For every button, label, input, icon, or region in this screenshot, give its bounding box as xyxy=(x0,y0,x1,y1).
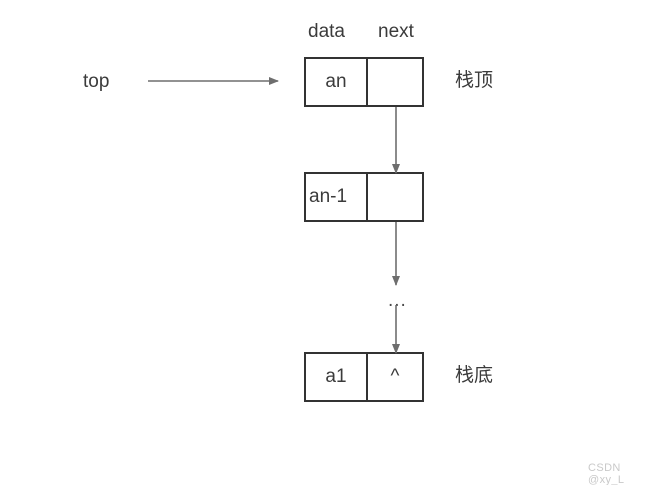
list-node-1-next xyxy=(367,59,422,105)
list-node-2: an-1 xyxy=(304,172,424,222)
annotation-stack-top: 栈顶 xyxy=(455,69,494,91)
ellipsis-marker: ... xyxy=(388,290,407,311)
list-node-1-data: an xyxy=(306,59,368,105)
list-node-2-next xyxy=(367,174,422,220)
top-pointer-label: top xyxy=(83,71,110,92)
list-node-3-next: ^ xyxy=(367,354,422,400)
watermark-text: CSDN @xy_L xyxy=(588,462,625,485)
column-header-data: data xyxy=(308,21,345,42)
annotation-stack-bottom: 栈底 xyxy=(455,364,494,386)
column-header-next: next xyxy=(378,21,414,42)
list-node-1: an xyxy=(304,57,424,107)
list-node-3: a1 ^ xyxy=(304,352,424,402)
list-node-2-data: an-1 xyxy=(306,174,368,220)
list-node-3-data: a1 xyxy=(306,354,368,400)
